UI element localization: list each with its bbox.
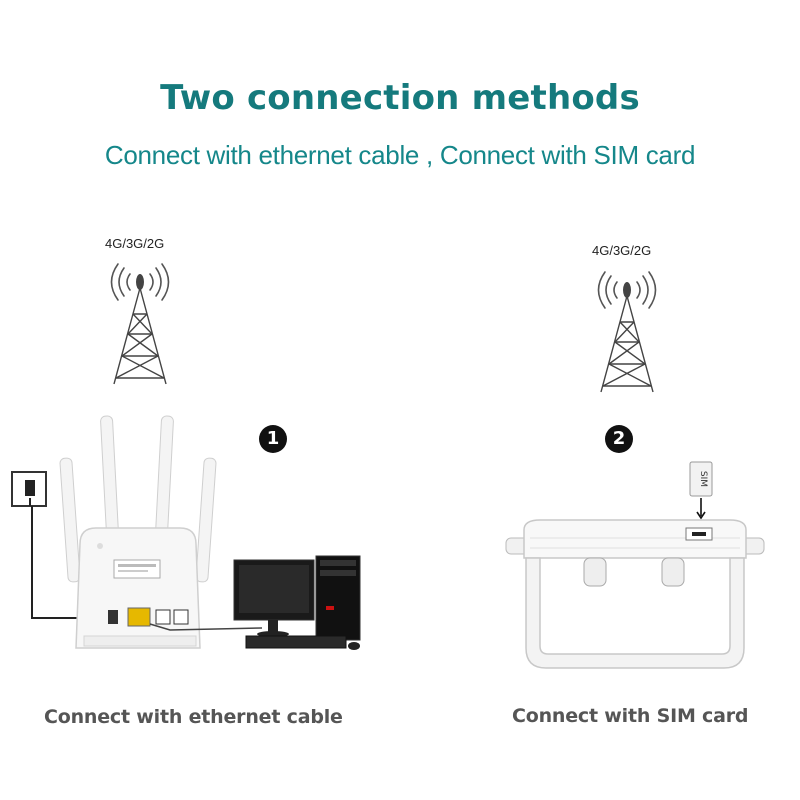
sim-setup-illustration: SIM [505,461,765,669]
band-label-2: 4G/3G/2G [592,243,652,258]
caption-ethernet: Connect with ethernet cable [44,706,343,728]
step-badge-1: 1 [259,425,287,453]
band-label-1: 4G/3G/2G [105,236,165,251]
step-badge-2: 2 [605,425,633,453]
cell-tower-icon [597,271,657,393]
page-title: Two connection methods [160,78,640,118]
caption-sim: Connect with SIM card [512,705,749,727]
ethernet-setup-illustration [11,415,361,650]
cell-tower-icon [110,263,170,385]
sim-card-label: SIM [698,471,708,487]
page-subtitle: Connect with ethernet cable , Connect wi… [104,140,696,170]
